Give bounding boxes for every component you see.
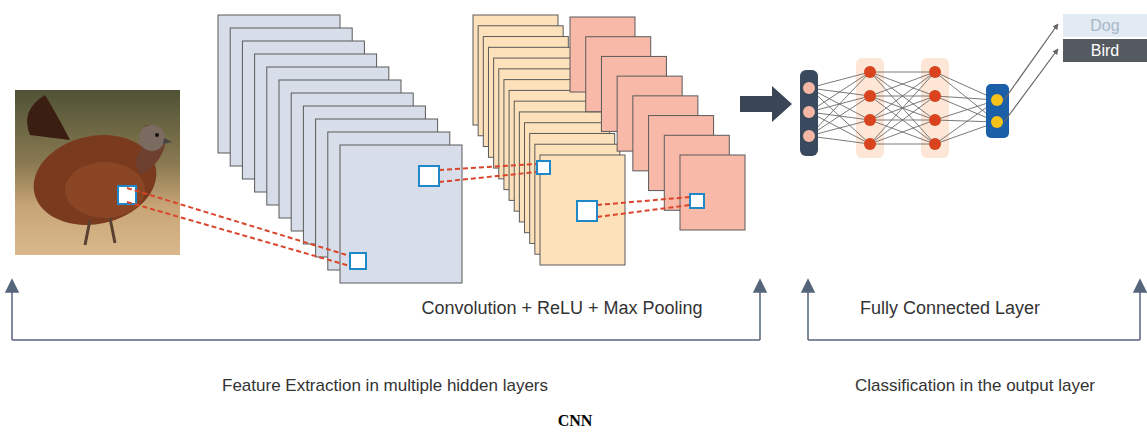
hidden-neuron — [929, 90, 941, 102]
class-label: Dog — [1090, 17, 1119, 35]
section-label: Classification in the output layer — [855, 376, 1095, 396]
weight-line — [870, 96, 935, 144]
filter-window — [577, 201, 597, 221]
input-layer — [800, 70, 818, 156]
weight-line — [870, 72, 935, 96]
filter-window — [419, 166, 439, 186]
weight-line — [870, 72, 935, 96]
weight-line — [870, 72, 935, 120]
output-arrow — [1004, 24, 1058, 100]
weight-line — [809, 96, 870, 136]
conv-stack — [218, 15, 462, 283]
class-box-dimmed: Dog — [1063, 14, 1147, 37]
hidden-neuron — [864, 138, 876, 150]
input-neuron — [803, 106, 815, 118]
weight-line — [809, 88, 870, 144]
bird-photo — [15, 90, 180, 255]
weight-line — [809, 72, 870, 112]
weight-line — [870, 120, 935, 144]
filter-window — [690, 194, 704, 208]
hidden-neuron — [864, 114, 876, 126]
feature-map — [340, 145, 462, 283]
weight-line — [870, 72, 935, 144]
weight-line — [809, 112, 870, 144]
figure-caption: CNN — [558, 412, 593, 430]
output-layer — [986, 84, 1009, 138]
dashed-link — [439, 164, 537, 170]
weight-line — [870, 72, 935, 120]
dashed-link — [597, 205, 690, 217]
stage-label: Fully Connected Layer — [860, 298, 1040, 319]
class-box-selected: Bird — [1063, 39, 1147, 62]
dashed-link — [127, 188, 350, 256]
hidden-neuron — [864, 90, 876, 102]
dashed-link — [439, 172, 537, 182]
feature-map — [680, 155, 745, 230]
dashed-link — [127, 202, 350, 266]
feature-map — [540, 155, 625, 265]
deep-stack — [570, 17, 745, 230]
input-neuron — [803, 82, 815, 94]
section-label: Feature Extraction in multiple hidden la… — [222, 376, 548, 396]
weight-line — [870, 72, 935, 144]
class-label: Bird — [1091, 42, 1119, 60]
weight-line — [809, 72, 870, 136]
layer-band — [921, 58, 949, 158]
output-neuron — [991, 94, 1003, 106]
weight-line — [870, 72, 935, 73]
receptive-field-lines — [127, 161, 704, 269]
section-brackets — [6, 280, 1146, 340]
weight-line — [870, 96, 935, 144]
flow-arrow — [740, 86, 792, 122]
weight-line — [870, 144, 935, 145]
input-neuron — [803, 130, 815, 142]
weight-line — [809, 120, 870, 136]
hidden-neuron — [929, 114, 941, 126]
hidden-neuron — [929, 66, 941, 78]
weight-line — [809, 136, 870, 144]
stage-label: Convolution + ReLU + Max Pooling — [421, 298, 702, 319]
dashed-link — [597, 197, 690, 205]
filter-window — [537, 161, 550, 174]
filter-window — [350, 253, 366, 269]
weight-line — [809, 72, 870, 88]
hidden-neuron — [864, 66, 876, 78]
weight-line — [870, 120, 935, 144]
output-arrow — [1004, 49, 1058, 122]
output-neuron — [991, 116, 1003, 128]
hidden-neuron — [929, 138, 941, 150]
